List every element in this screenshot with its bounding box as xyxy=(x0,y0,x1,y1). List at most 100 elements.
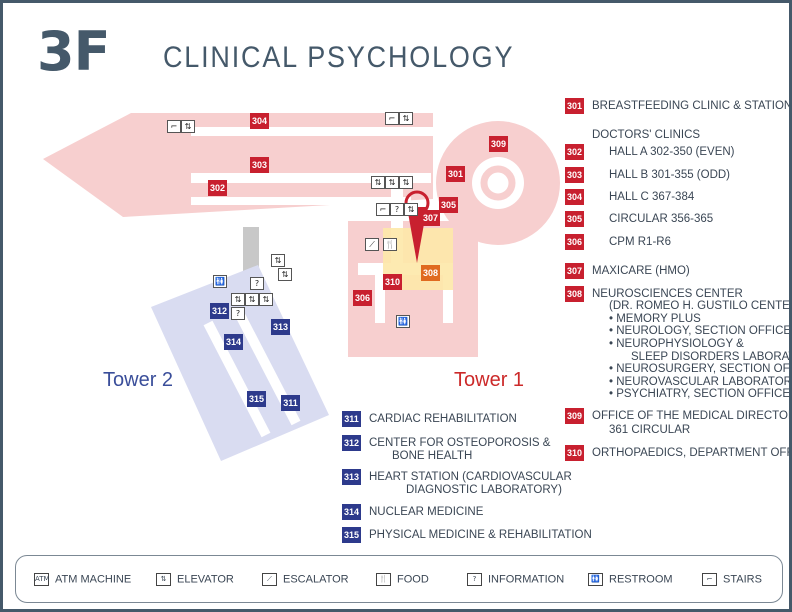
directory-label: CIRCULAR 356-365 xyxy=(609,213,714,225)
legend-label: STAIRS xyxy=(723,573,762,586)
neuro-sub-line: • PSYCHIATRY, SECTION OFFICE xyxy=(609,388,791,400)
room-badge: 305 xyxy=(565,211,584,227)
tower-2-label: Tower 2 xyxy=(103,369,174,391)
legend-information: ? INFORMATION xyxy=(467,573,564,586)
elevator-icon: ⇅ xyxy=(399,176,413,189)
legend-label: ELEVATOR xyxy=(177,573,234,586)
restroom-icon: 🚻 xyxy=(213,275,227,288)
legend-stairs: ⌐ STAIRS xyxy=(702,573,762,586)
elevator-icon: ⇅ xyxy=(385,176,399,189)
floor-number: 3F xyxy=(37,20,110,83)
map-room-308[interactable]: 308 xyxy=(421,265,440,281)
legend-escalator: ⟋ ESCALATOR xyxy=(262,573,349,586)
information-icon: ? xyxy=(467,573,482,586)
room-badge: 315 xyxy=(342,527,361,543)
map-room-304[interactable]: 304 xyxy=(250,113,269,129)
information-icon: ? xyxy=(390,203,404,216)
directory-label: NEUROSCIENCES CENTER xyxy=(592,288,743,300)
map-room-312[interactable]: 312 xyxy=(210,303,229,319)
map-room-302[interactable]: 302 xyxy=(208,180,227,196)
room-badge: 313 xyxy=(342,469,361,485)
directory-label: OFFICE OF THE MEDICAL DIRECTOR xyxy=(592,410,792,422)
tower-1-area xyxy=(43,113,560,357)
room-badge: 308 xyxy=(565,286,584,302)
room-badge: 307 xyxy=(565,263,584,279)
information-icon: ? xyxy=(231,307,245,320)
room-badge: 303 xyxy=(565,167,584,183)
atm-icon: ATM xyxy=(34,573,50,586)
stairs-icon: ⌐ xyxy=(167,120,181,133)
legend-label: RESTROOM xyxy=(609,573,673,586)
restroom-icon: 🚻 xyxy=(588,573,603,586)
office-sub-line: 361 CIRCULAR xyxy=(609,424,691,436)
directory-label: MAXICARE (HMO) xyxy=(592,265,690,277)
directory-label: CPM R1-R6 xyxy=(609,236,671,248)
map-room-305[interactable]: 305 xyxy=(439,197,458,213)
floor-plan xyxy=(43,113,560,461)
page-title: CLINICAL PSYCHOLOGY xyxy=(163,41,515,74)
room-badge: 314 xyxy=(342,504,361,520)
room-badge: 301 xyxy=(565,98,584,114)
map-room-307[interactable]: 307 xyxy=(421,210,440,226)
legend-restroom: 🚻 RESTROOM xyxy=(588,573,673,586)
restroom-icon: 🚻 xyxy=(396,315,410,328)
room-badge: 302 xyxy=(565,144,584,160)
elevator-icon: ⇅ xyxy=(278,268,292,281)
map-room-315[interactable]: 315 xyxy=(247,391,266,407)
legend-label: ESCALATOR xyxy=(283,573,349,586)
directory-label: DOCTORS' CLINICS xyxy=(592,129,701,141)
room-badge: 311 xyxy=(342,411,361,427)
elevator-icon: ⇅ xyxy=(399,112,413,125)
room-badge: 310 xyxy=(565,445,584,461)
map-room-303[interactable]: 303 xyxy=(250,157,269,173)
tower-1-label: Tower 1 xyxy=(454,369,525,391)
legend-label: INFORMATION xyxy=(488,573,565,586)
room-badge: 312 xyxy=(342,435,361,451)
stairs-icon: ⌐ xyxy=(385,112,399,125)
neuro-sub-line: SLEEP DISORDERS LABORATORY xyxy=(631,351,789,363)
legend-food: 🍴FOOD xyxy=(376,573,429,586)
legend-label: ATM MACHINE xyxy=(55,573,132,586)
directory-label: CENTER FOR OSTEOPOROSIS & xyxy=(369,437,551,449)
tower-2-area xyxy=(151,265,329,461)
elevator-icon: ⇅ xyxy=(371,176,385,189)
map-room-310[interactable]: 310 xyxy=(383,274,402,290)
map-room-309[interactable]: 309 xyxy=(489,136,508,152)
directory-label: NUCLEAR MEDICINE xyxy=(369,506,484,518)
stairs-icon: ⌐ xyxy=(702,573,717,586)
stairs-icon: ⌐ xyxy=(376,203,390,216)
map-room-314[interactable]: 314 xyxy=(224,334,243,350)
legend-atm: ATM ATM MACHINE xyxy=(34,573,131,586)
neuro-sub-line: • NEUROVASCULAR LABORATORY xyxy=(609,376,792,388)
map-room-301[interactable]: 301 xyxy=(446,166,465,182)
escalator-icon: ⟋ xyxy=(262,573,277,586)
legend: ATM ATM MACHINE ⇅ ELEVATOR ⟋ ESCALATOR 🍴FOO… xyxy=(15,555,783,603)
circular-ring xyxy=(480,165,516,201)
information-icon: ? xyxy=(250,277,264,290)
food-icon: 🍴 xyxy=(383,238,397,251)
elevator-icon: ⇅ xyxy=(231,293,245,306)
directory-label: BREASTFEEDING CLINIC & STATION xyxy=(592,100,792,112)
tower-connector xyxy=(243,227,259,273)
map-room-313[interactable]: 313 xyxy=(271,319,290,335)
directory-label: HALL C 367-384 xyxy=(609,191,695,203)
directory-label: CARDIAC REHABILITATION xyxy=(369,413,517,425)
legend-label: FOOD xyxy=(397,573,429,586)
neuro-sub-line: • NEUROLOGY, SECTION OFFICE xyxy=(609,325,792,337)
directory-label: PHYSICAL MEDICINE & REHABILITATION xyxy=(369,529,592,541)
directory-label: HALL B 301-355 (ODD) xyxy=(609,169,731,181)
elevator-icon: ⇅ xyxy=(259,293,273,306)
room-badge: 304 xyxy=(565,189,584,205)
neuro-sub-line: (DR. ROMEO H. GUSTILO CENTER) xyxy=(609,300,792,312)
neuro-sub-line: • NEUROPHYSIOLOGY & xyxy=(609,338,744,350)
map-room-306[interactable]: 306 xyxy=(353,290,372,306)
blue-sub-line: BONE HEALTH xyxy=(392,450,473,462)
escalator-icon: ⟋ xyxy=(365,238,379,251)
elevator-icon: ⇅ xyxy=(156,573,171,586)
map-room-311[interactable]: 311 xyxy=(281,395,300,411)
directory-label: HALL A 302-350 (EVEN) xyxy=(609,146,735,158)
elevator-icon: ⇅ xyxy=(245,293,259,306)
tower-1-main-wing xyxy=(43,113,433,217)
neuro-sub-line: • NEUROSURGERY, SECTION OFFICE xyxy=(609,363,790,375)
